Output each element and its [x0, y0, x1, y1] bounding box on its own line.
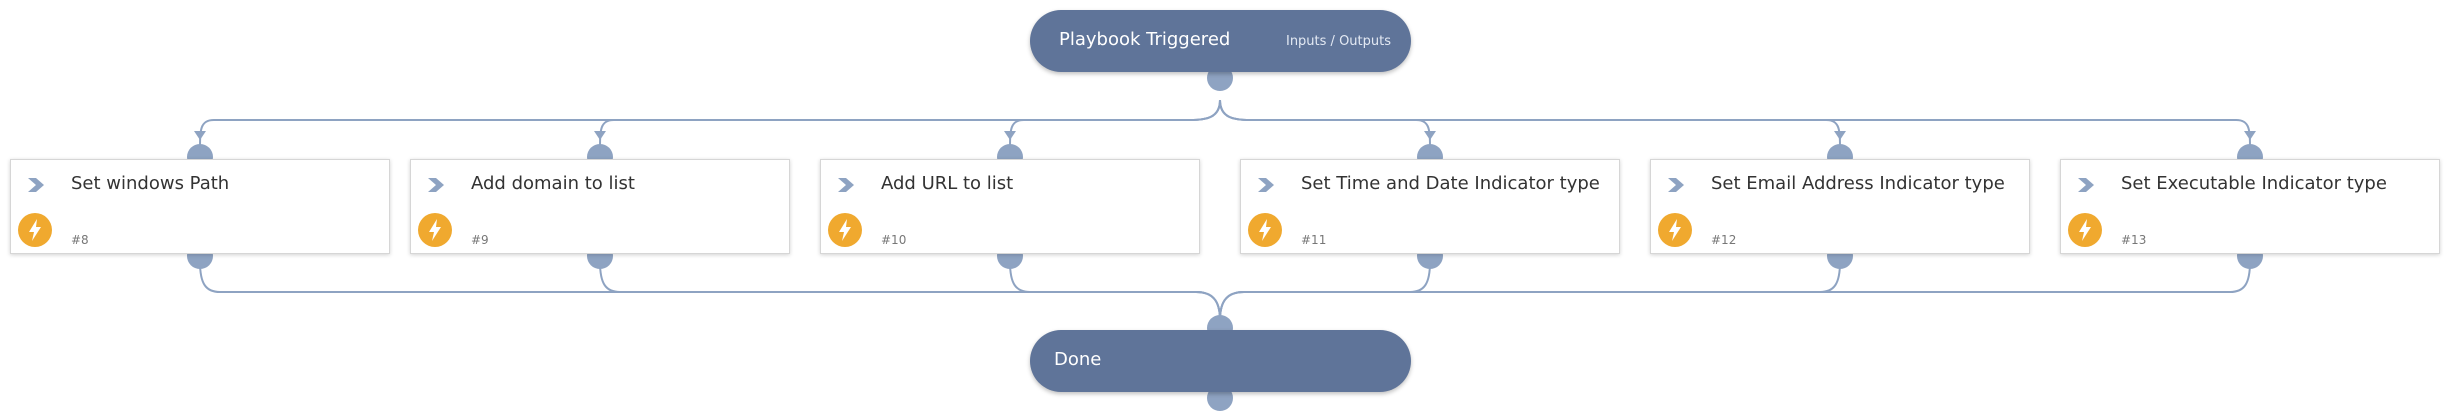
- connector-task-13-to-end: [1219, 261, 2251, 321]
- inputs-outputs-link[interactable]: Inputs / Outputs: [1285, 34, 1391, 49]
- chevron-right-icon: [28, 178, 44, 192]
- connector-start-to-task-13: [1219, 99, 2251, 151]
- task-id: #9: [471, 233, 489, 247]
- task-node[interactable]: Add URL to list #10: [820, 159, 1200, 254]
- task-title: Set windows Path: [71, 173, 230, 194]
- task-node[interactable]: Set Email Address Indicator type #12: [1650, 159, 2030, 254]
- task-title: Set Executable Indicator type: [2121, 173, 2387, 194]
- arrowhead-task-8: [194, 131, 206, 140]
- lightning-icon: [418, 213, 452, 247]
- arrowhead-task-11: [1424, 131, 1436, 140]
- task-node[interactable]: Set windows Path #8: [10, 159, 390, 254]
- arrowhead-task-13: [2244, 131, 2256, 140]
- lightning-icon: [1658, 213, 1692, 247]
- task-title: Set Email Address Indicator type: [1711, 173, 2005, 194]
- connector-start-to-task-11: [1219, 99, 1431, 151]
- chevron-right-icon: [838, 178, 854, 192]
- task-title: Set Time and Date Indicator type: [1301, 173, 1600, 194]
- arrowhead-task-9: [594, 131, 606, 140]
- connector-task-10-to-end: [1009, 261, 1221, 321]
- arrowhead-task-12: [1834, 131, 1846, 140]
- task-id: #13: [2121, 233, 2147, 247]
- lightning-icon: [828, 213, 862, 247]
- arrowhead-task-10: [1004, 131, 1016, 140]
- connector-start-to-task-9: [599, 99, 1221, 151]
- task-id: #10: [881, 233, 907, 247]
- task-node[interactable]: Add domain to list #9: [410, 159, 790, 254]
- task-title: Add domain to list: [471, 173, 635, 194]
- lightning-icon: [2068, 213, 2102, 247]
- task-node[interactable]: Set Executable Indicator type #13: [2060, 159, 2440, 254]
- chevron-right-icon: [1258, 178, 1274, 192]
- chevron-right-icon: [428, 178, 444, 192]
- chevron-right-icon: [2078, 178, 2094, 192]
- connector-start-to-task-12: [1219, 99, 1841, 151]
- task-title: Add URL to list: [881, 173, 1014, 194]
- chevron-right-icon: [1668, 178, 1684, 192]
- lightning-icon: [1248, 213, 1282, 247]
- done-node[interactable]: Done: [1030, 330, 1411, 392]
- connector-start-to-task-8: [199, 99, 1221, 151]
- task-id: #11: [1301, 233, 1327, 247]
- task-id: #12: [1711, 233, 1737, 247]
- lightning-icon: [18, 213, 52, 247]
- connector-start-to-task-10: [1009, 99, 1221, 151]
- start-node-title: Playbook Triggered: [1059, 29, 1231, 50]
- task-node[interactable]: Set Time and Date Indicator type #11: [1240, 159, 1620, 254]
- playbook-triggered-node[interactable]: Playbook Triggered Inputs / Outputs: [1030, 10, 1411, 72]
- task-id: #8: [71, 233, 89, 247]
- end-node-title: Done: [1054, 349, 1102, 370]
